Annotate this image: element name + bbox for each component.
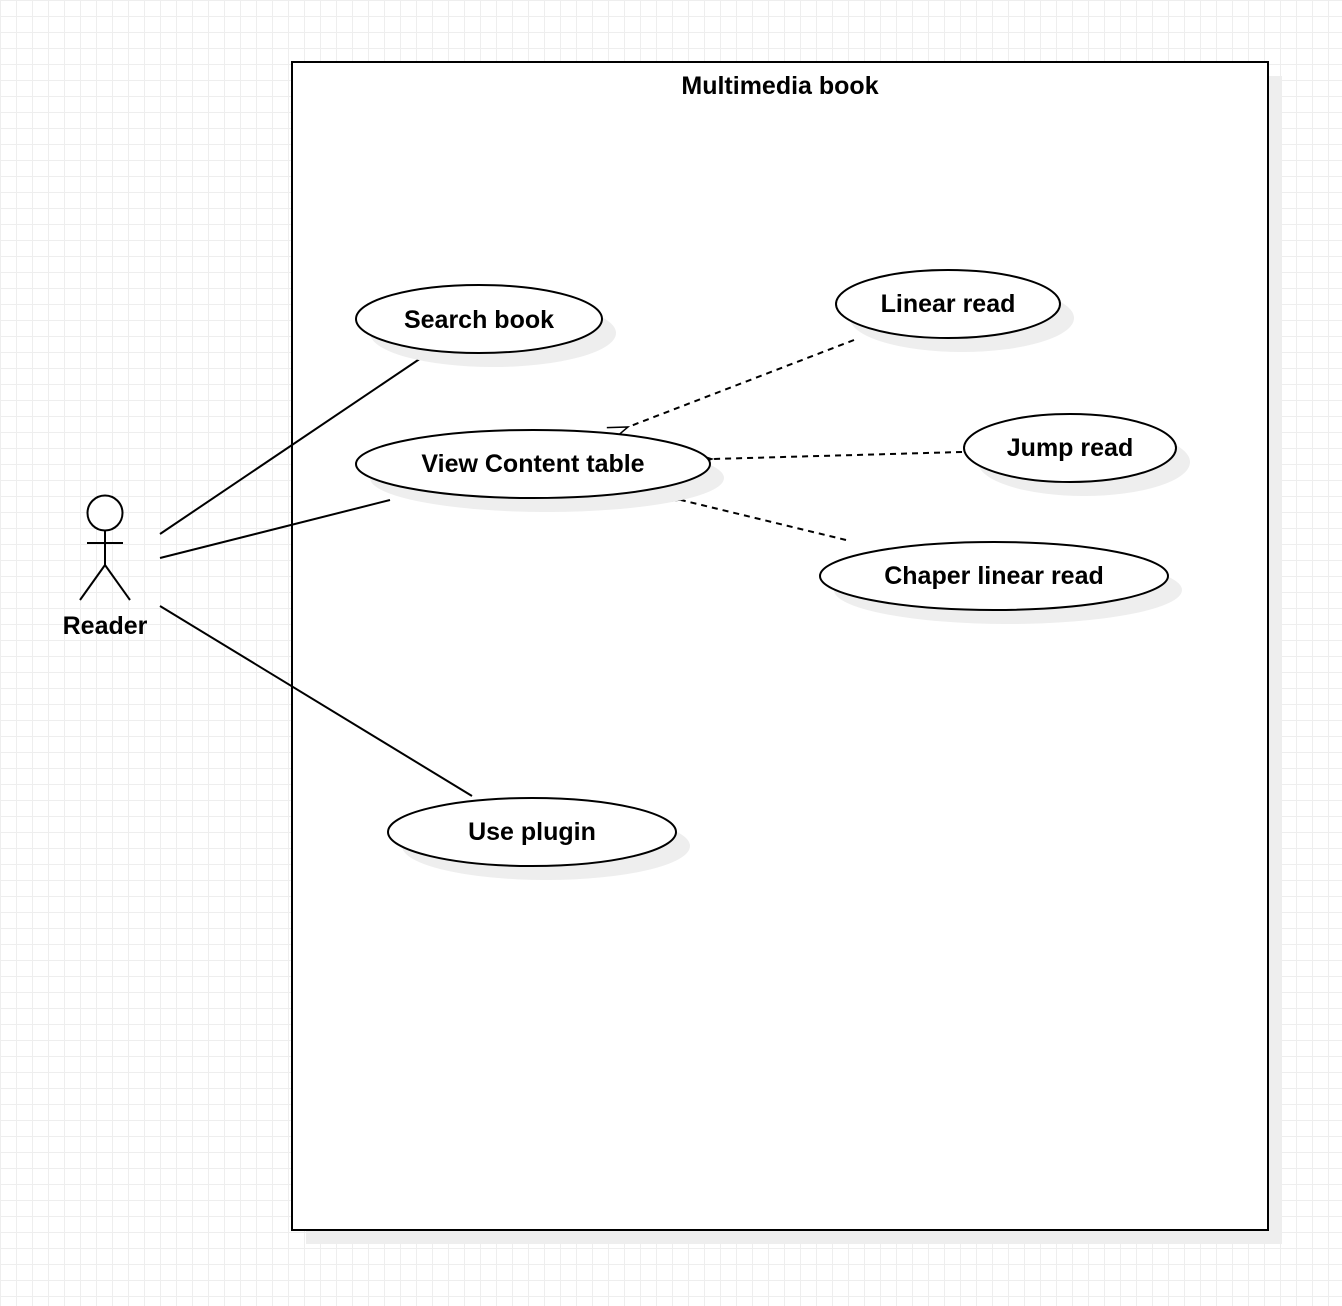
use-case-label: Search book (404, 306, 554, 334)
use-case-ellipse (963, 413, 1177, 483)
actor-head (86, 494, 124, 532)
use-case-label: Linear read (881, 290, 1016, 318)
association-use-plugin[interactable] (159, 605, 473, 797)
use-case-label: Jump read (1007, 434, 1133, 462)
use-case-ellipse (355, 429, 711, 499)
use-case-search-book[interactable]: Search book (355, 284, 616, 367)
use-case-label: Use plugin (468, 818, 596, 846)
system-title: Multimedia book (681, 72, 878, 100)
actor-right-leg (104, 564, 131, 601)
actor-reader[interactable]: Reader (63, 494, 148, 641)
association-search-book[interactable] (159, 355, 425, 535)
association-view-content-table[interactable] (159, 499, 391, 559)
use-case-label: View Content table (421, 450, 644, 478)
use-case-linear-read[interactable]: Linear read (835, 269, 1074, 352)
use-case-ellipse (355, 284, 603, 354)
use-case-ellipse (387, 797, 677, 867)
use-case-ellipse (835, 269, 1061, 339)
system-boundary[interactable]: Multimedia book (291, 61, 1282, 1244)
use-case-ellipse (819, 541, 1169, 611)
use-case-jump-read[interactable]: Jump read (963, 413, 1190, 496)
actor-left-leg (79, 564, 106, 601)
dependency-linear-read[interactable] (628, 339, 855, 427)
system-boundary-box (291, 61, 1269, 1231)
use-case-chaper-linear-read[interactable]: Chaper linear read (819, 541, 1182, 624)
actor-label: Reader (63, 612, 148, 640)
use-case-view-content-table[interactable]: View Content table (355, 429, 724, 512)
dependency-jump-read[interactable] (712, 451, 963, 459)
use-case-use-plugin[interactable]: Use plugin (387, 797, 690, 880)
use-case-label: Chaper linear read (884, 562, 1104, 590)
